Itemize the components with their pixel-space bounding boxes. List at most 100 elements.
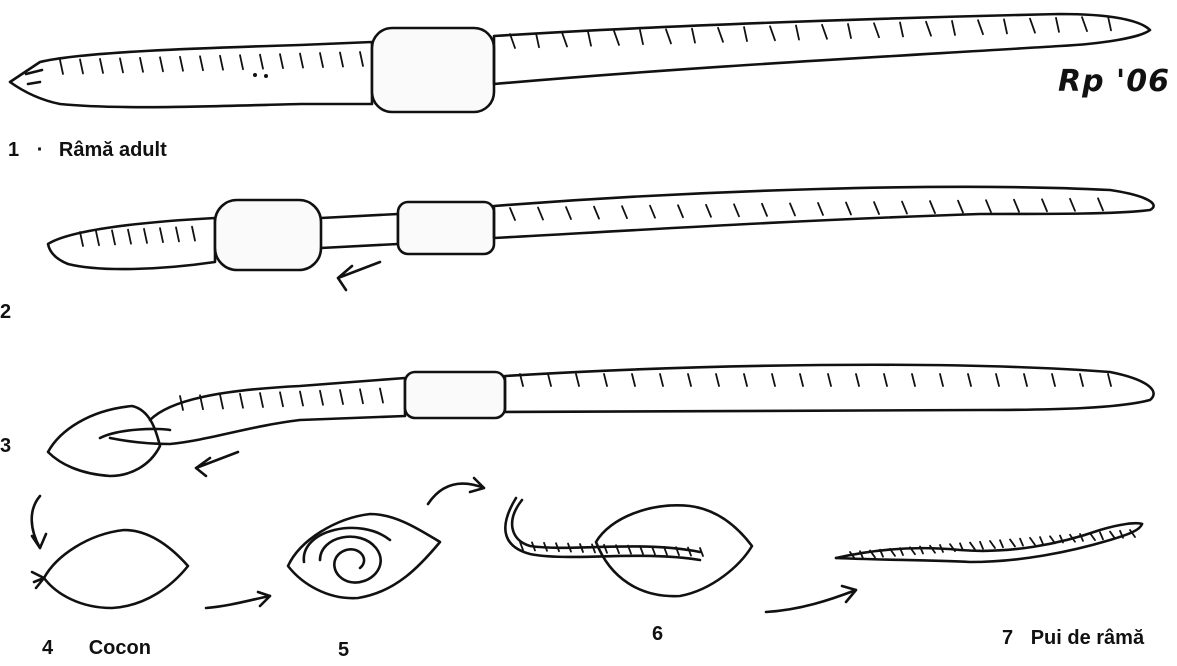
segment-mark [1090, 533, 1095, 540]
segment-mark [180, 57, 183, 71]
segment-mark [320, 391, 323, 405]
segment-mark [1052, 374, 1055, 386]
segment-mark [280, 392, 283, 406]
segment-mark [260, 55, 263, 69]
adult-earthworm-drawing [10, 14, 1150, 112]
clitellum [372, 28, 494, 112]
cocoon-drawing [32, 530, 188, 608]
segment-mark [80, 232, 83, 246]
segment-mark [100, 59, 103, 73]
shedding-clitellum [215, 200, 321, 270]
segment-mark [884, 374, 887, 386]
segment-mark [1010, 539, 1015, 546]
hatching-worm-drawing [505, 498, 752, 596]
segment-mark [926, 22, 931, 36]
segment-mark [128, 230, 131, 244]
segment-mark [772, 374, 775, 386]
segment-mark [1108, 374, 1111, 386]
segment-mark [1108, 16, 1111, 30]
segment-mark [1020, 539, 1023, 546]
segment-mark [930, 201, 935, 213]
segment-mark [240, 394, 243, 408]
segment-mark [360, 52, 363, 66]
segment-mark [566, 207, 571, 219]
segment-mark [220, 56, 223, 70]
segment-mark [300, 392, 303, 406]
direction-arrow-3 [196, 452, 238, 476]
segment-mark [538, 208, 543, 220]
stage-5-number: 5 [338, 640, 349, 660]
stage-1-number: 1 [8, 139, 19, 161]
segment-mark [744, 374, 747, 386]
segment-mark [200, 56, 203, 70]
stage-1-caption: Râmă adult [59, 139, 167, 161]
segment-mark [718, 28, 723, 42]
segment-mark [594, 207, 599, 219]
segment-mark [822, 25, 827, 39]
segment-mark [796, 26, 799, 40]
segment-mark [968, 374, 971, 386]
emerging-cocoon [48, 406, 160, 476]
segment-mark [874, 23, 879, 37]
segment-mark [800, 374, 803, 386]
stage-4-caption: Cocon [89, 637, 151, 659]
segment-mark [678, 205, 683, 217]
segment-mark [96, 231, 99, 245]
segment-mark [80, 59, 83, 73]
segment-mark [996, 374, 999, 386]
segment-mark [176, 227, 179, 241]
segment-mark [192, 227, 195, 241]
segment-mark [970, 543, 975, 550]
segment-mark [160, 57, 163, 71]
segment-mark [622, 206, 627, 218]
segment-mark [160, 228, 163, 242]
segment-mark [340, 53, 343, 67]
segment-mark [260, 393, 263, 407]
segment-mark [828, 374, 831, 386]
clitellum-2 [398, 202, 494, 254]
stage-7-number: 7 [1002, 627, 1013, 649]
segment-mark [120, 58, 123, 72]
segment-mark [112, 230, 115, 244]
segment-mark [1000, 540, 1003, 547]
segment-mark [1030, 19, 1035, 33]
segment-mark [716, 374, 719, 386]
segment-mark [1080, 374, 1083, 386]
segment-mark [1004, 19, 1007, 33]
segment-mark [632, 374, 635, 386]
segment-mark [940, 374, 943, 386]
segment-mark [734, 204, 739, 216]
segment-mark [900, 22, 903, 36]
segment-mark [706, 205, 711, 217]
young-worm-drawing [836, 523, 1142, 562]
segment-mark [536, 33, 539, 47]
arrow-6-to-7 [766, 586, 856, 612]
segment-mark [660, 374, 663, 386]
segment-mark [240, 55, 243, 69]
segment-mark [688, 374, 691, 386]
segment-mark [1024, 374, 1027, 386]
segment-mark [958, 201, 963, 213]
segment-mark [614, 31, 619, 45]
segment-mark [1098, 198, 1103, 210]
segment-mark [912, 374, 915, 386]
segment-mark [1056, 18, 1059, 32]
segment-mark [986, 200, 991, 212]
segment-mark [692, 29, 695, 43]
segment-mark [990, 541, 995, 548]
worm-releasing-cocoon-drawing [48, 365, 1154, 476]
segment-mark [762, 204, 767, 216]
segment-mark [562, 32, 567, 46]
segment-mark [980, 542, 983, 549]
segment-mark [300, 54, 303, 68]
segment-mark [874, 202, 879, 214]
opened-cocoon [596, 505, 752, 596]
segment-mark [60, 60, 63, 74]
segment-mark [144, 229, 147, 243]
segment-mark [666, 29, 671, 43]
segment-mark [818, 203, 823, 215]
stage-7-caption: Pui de râmă [1031, 627, 1144, 649]
segment-mark [770, 26, 775, 40]
segment-mark [1082, 17, 1087, 31]
segment-mark [744, 27, 747, 41]
